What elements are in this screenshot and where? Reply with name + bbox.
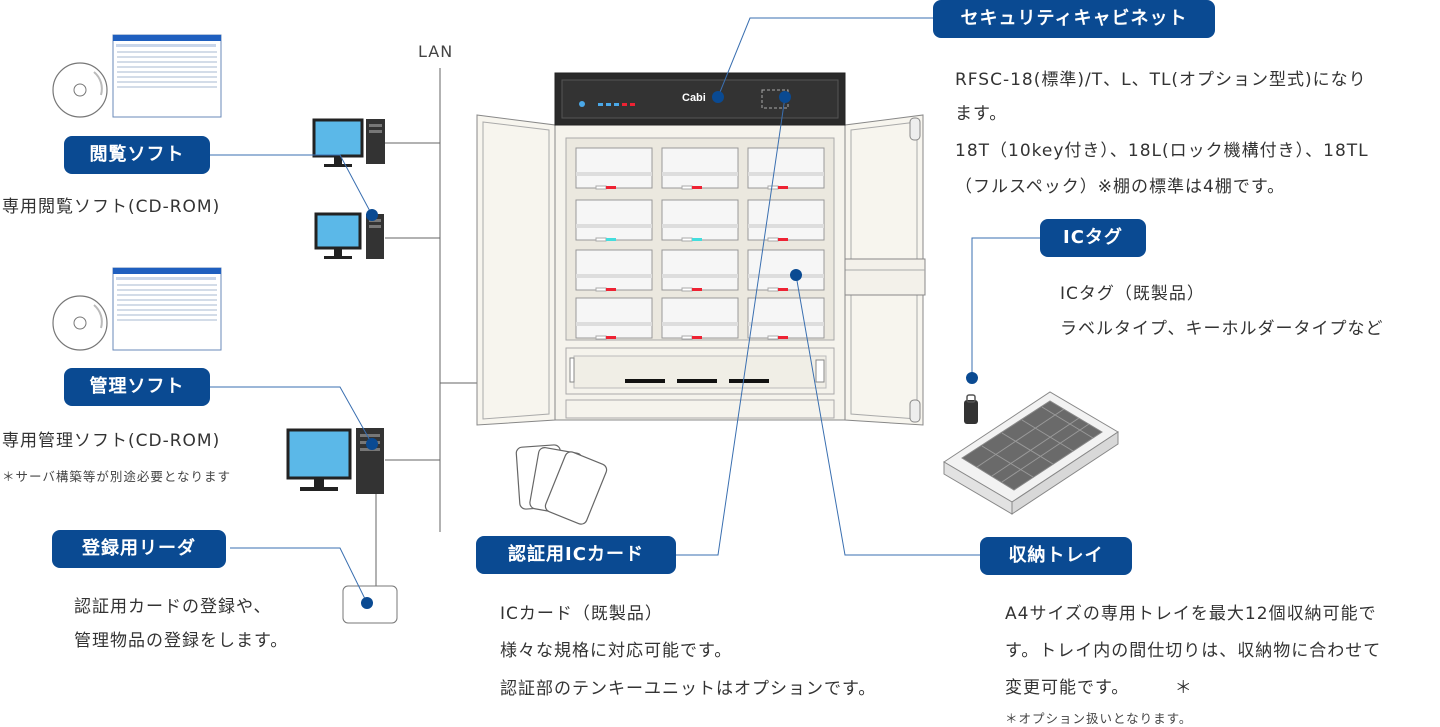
cabinet-trays [575, 147, 825, 340]
tray-desc-line-1: A4サイズの専用トレイを最大12個収納可能で [1005, 604, 1377, 624]
cabinet-tray-tag [606, 288, 616, 291]
cabinet-tray-band [662, 172, 738, 176]
cabinet-tray-label-slot [595, 185, 607, 190]
cabinet-tray-label-slot [681, 185, 693, 190]
manager-software-window-icon [112, 267, 222, 351]
cabinet-tray [575, 147, 653, 189]
reader-desc-line-1: 認証用カードの登録や、 [74, 597, 272, 617]
cabinet-tray-label-slot [681, 237, 693, 242]
cabinet-tray-label-slot [595, 287, 607, 292]
cabinet-tray [747, 147, 825, 189]
cabinet-tray [575, 297, 653, 339]
pc-1-icon [312, 118, 385, 167]
drawer-slots [625, 379, 769, 383]
cabinet-tray-label-slot [595, 237, 607, 242]
manager-software-note: ＊サーバ構築等が別途必要となります [2, 469, 232, 484]
manager-software-label: 管理ソフト [64, 368, 210, 406]
cabinet-tray-band [576, 224, 652, 228]
cabinet-tray-tag [692, 238, 702, 241]
cabinet-tray [747, 199, 825, 241]
cabinet-tray [575, 199, 653, 241]
cabinet-tray-band [662, 224, 738, 228]
cabinet-tray-tag [606, 336, 616, 339]
cabinet-tray-tag [778, 288, 788, 291]
security-cabinet-illustration [476, 72, 926, 426]
cabinet-tray [747, 297, 825, 339]
cabinet-tray [661, 199, 739, 241]
cabinet-tray-tag [778, 186, 788, 189]
cabinet-tray-tag [606, 238, 616, 241]
cabinet-tray-label-slot [681, 335, 693, 340]
ictag-desc-line-2: ラベルタイプ、キーホルダータイプなど [1060, 319, 1384, 339]
cabinet-desc-line-4: （フルスペック）※棚の標準は4棚です。 [955, 177, 1286, 197]
cabinet-tray-band [662, 274, 738, 278]
tray-label: 収納トレイ [980, 537, 1132, 575]
cabinet-tray-label-slot [681, 287, 693, 292]
storage-tray-illustration [943, 391, 1119, 515]
viewer-cd-icon [52, 62, 108, 118]
cabinet-label: セキュリティキャビネット [933, 0, 1215, 38]
reader-label: 登録用リーダ [52, 530, 226, 568]
cabinet-tray-band [748, 224, 824, 228]
viewer-software-window-icon [112, 34, 222, 118]
tray-note: ＊オプション扱いとなります。 [1005, 711, 1193, 726]
cabinet-tray-label-slot [767, 237, 779, 242]
iccard-desc-line-2: 様々な規格に対応可能です。 [500, 641, 733, 661]
ictag-desc-line-1: ICタグ（既製品） [1060, 284, 1205, 304]
cabinet-tray-band [576, 274, 652, 278]
cabinet-desc-line-2: ます。 [955, 104, 1008, 124]
manager-cd-icon [52, 295, 108, 351]
tray-desc-line-3: 変更可能です。 ＊ [1005, 678, 1193, 698]
cabinet-brand-logo: Cabi [682, 92, 706, 104]
cabinet-tray-band [748, 274, 824, 278]
cabinet-tray-tag [778, 238, 788, 241]
reader-desc-line-2: 管理物品の登録をします。 [74, 631, 289, 651]
manager-software-desc: 専用管理ソフト(CD-ROM) [2, 431, 221, 451]
lan-network [385, 68, 478, 532]
cabinet-tray-band [576, 172, 652, 176]
cabinet-tray-band [576, 322, 652, 326]
cabinet-tray-band [662, 322, 738, 326]
cabinet-tray-tag [778, 336, 788, 339]
cabinet-tray [661, 297, 739, 339]
cabinet-tray-tag [692, 336, 702, 339]
cabinet-tray-label-slot [767, 185, 779, 190]
cabinet-tray [575, 249, 653, 291]
cabinet-tray [661, 147, 739, 189]
cabinet-tray-tag [692, 288, 702, 291]
lan-label: LAN [418, 42, 454, 61]
cabinet-desc-line-1: RFSC-18(標準)/T、L、TL(オプション型式)になり [955, 70, 1367, 90]
ictag-label: ICタグ [1040, 219, 1146, 257]
cabinet-desc-line-3: 18T（10key付き）、18L(ロック機構付き）、18TL [955, 141, 1369, 161]
cabinet-tray-label-slot [767, 287, 779, 292]
cabinet-tray-tag [606, 186, 616, 189]
iccard-label: 認証用ICカード [476, 536, 676, 574]
ic-cards-illustration [515, 444, 608, 525]
iccard-desc-line-1: ICカード（既製品） [500, 604, 663, 624]
connector-dots [361, 91, 978, 609]
cabinet-tray-label-slot [595, 335, 607, 340]
cabinet-tray-band [748, 172, 824, 176]
cabinet-tray-label-slot [767, 335, 779, 340]
cabinet-tray [661, 249, 739, 291]
cabinet-tray-band [748, 322, 824, 326]
viewer-software-label: 閲覧ソフト [64, 136, 210, 174]
cabinet-tray-tag [692, 186, 702, 189]
pc-2-icon [314, 212, 384, 259]
ic-tag-fob-icon [964, 394, 978, 424]
viewer-software-desc: 専用閲覧ソフト(CD-ROM) [2, 197, 221, 217]
connector-lines [210, 17, 1042, 604]
server-pc-icon [286, 428, 384, 494]
tray-desc-line-2: す。トレイ内の間仕切りは、収納物に合わせて [1005, 641, 1382, 661]
iccard-desc-line-3: 認証部のテンキーユニットはオプションです。 [500, 679, 877, 699]
